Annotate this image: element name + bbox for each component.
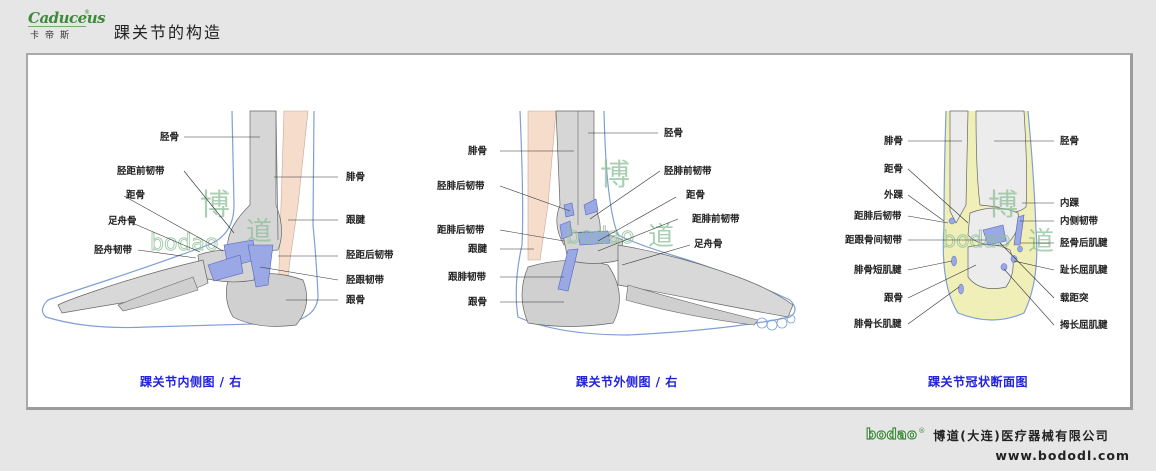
label-tibia: 胫骨 [664,128,684,139]
label-navicular: 足舟骨 [108,216,137,227]
label-calcaneus: 跟骨 [468,297,488,308]
label-posterior-talofibular-ligament: 距腓后韧带 [437,225,485,236]
svg-text:道: 道 [246,217,272,247]
label-tibiocalcaneal-ligament: 胫跟韧带 [346,275,385,286]
label-fibula: 腓骨 [468,146,488,157]
caption-lateral: 踝关节外侧图 / 右 [576,375,678,389]
logo-script: Caduceus [28,9,106,27]
label-talus: 距骨 [686,190,706,201]
label-talus: 距骨 [884,164,904,175]
coronal-section-illustration: 博 道 bodao [907,110,1055,326]
label-achilles-tendon: 跟腱 [468,244,488,255]
lateral-ankle-illustration: 博 道 bodao [499,110,796,336]
label-anterior-talofibular-ligament: 距腓前韧带 [692,214,740,225]
diagram-panel: 博 道 bodao 胫骨 胫距前韧带 距骨 足舟骨 胫舟韧带 腓骨 跟腱 胫距后 [26,53,1133,410]
label-calcaneofibular-ligament: 跟腓韧带 [448,272,487,283]
label-medial-malleolus: 内踝 [1060,198,1080,209]
label-tibialis-posterior-tendon: 胫骨后肌腱 [1060,238,1108,249]
registered-mark: ® [84,9,90,16]
label-fibula: 腓骨 [884,136,904,147]
svg-text:bodao: bodao [942,228,1010,253]
registered-mark: ® [918,427,926,435]
figure-coronal: 博 道 bodao 腓骨 距骨 [828,55,1133,395]
label-calcaneus: 跟骨 [346,295,366,306]
label-interosseous-talocalcaneal-ligament: 距跟骨间韧带 [845,235,903,246]
label-peroneus-longus-tendon: 腓骨长肌腱 [854,319,902,330]
caption-medial: 踝关节内侧图 / 右 [140,375,242,389]
svg-text:bodao: bodao [150,231,218,256]
label-medial-ligament: 内侧韧带 [1060,216,1099,227]
svg-text:博: 博 [600,158,630,193]
label-navicular: 足舟骨 [694,239,723,250]
caduceus-logo: Caduceus ® 卡帝斯 [26,9,106,41]
label-sustentaculum-tali: 载距突 [1060,293,1089,304]
label-anterior-tibiotalar-ligament: 胫距前韧带 [117,166,165,177]
label-fdl-tendon: 趾长屈肌腱 [1060,265,1108,276]
label-calcaneus: 跟骨 [884,293,904,304]
header: Caduceus ® 卡帝斯 踝关节的构造 [0,0,1156,46]
label-anterior-tibiofibular-ligament: 胫腓前韧带 [664,166,712,177]
logo-divider [28,26,86,27]
label-posterior-tibiotalar-ligament: 胫距后韧带 [346,250,394,261]
company-name: 博道(大连)医疗器械有限公司 [933,428,1110,443]
svg-text:道: 道 [648,222,674,252]
label-lateral-malleolus: 外踝 [884,190,904,201]
label-fibula: 腓骨 [346,172,366,183]
label-posterior-tibiofibular-ligament: 胫腓后韧带 [437,181,485,192]
company-url[interactable]: www.bododl.com [995,448,1130,463]
label-tibia: 胫骨 [1060,136,1080,147]
label-tibia: 胫骨 [160,132,180,143]
label-peroneus-brevis-tendon: 腓骨短肌腱 [854,265,902,276]
footer-brand: bodao ® 博道(大连)医疗器械有限公司 [865,426,1110,444]
label-achilles-tendon: 跟腱 [346,215,366,226]
label-tibionavicular-ligament: 胫舟韧带 [94,245,133,256]
svg-text:道: 道 [1028,227,1054,257]
logo-chinese: 卡帝斯 [30,31,76,41]
bodao-logo: bodao [865,426,918,443]
figure-lateral: 博 道 bodao 腓骨 胫腓后韧带 距腓后韧带 跟腱 跟腓韧带 跟骨 [428,55,828,395]
svg-text:博: 博 [988,188,1018,223]
svg-text:博: 博 [200,188,230,223]
medial-ankle-illustration: 博 道 bodao [41,110,339,329]
label-posterior-talofibular-ligament: 距腓后韧带 [854,211,902,222]
figure-medial: 博 道 bodao 胫骨 胫距前韧带 距骨 足舟骨 胫舟韧带 腓骨 跟腱 胫距后 [28,55,428,395]
svg-text:bodao: bodao [566,224,634,249]
caption-coronal: 踝关节冠状断面图 [928,375,1029,389]
label-talus: 距骨 [126,190,146,201]
label-fhl-tendon: 拇长屈肌腱 [1060,320,1108,331]
page-title: 踝关节的构造 [114,23,223,42]
